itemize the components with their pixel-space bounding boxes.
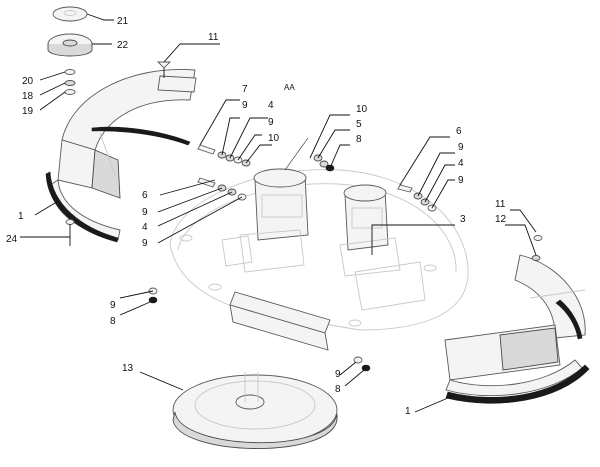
callout-3: 3 [460, 214, 466, 225]
callout-4-c: 4 [458, 158, 464, 169]
callout-19: 19 [22, 106, 34, 117]
callout-24: 24 [6, 234, 18, 245]
callout-labels: 21 22 11 20 18 19 7 9 4 9 10 6 9 4 9 1 2… [6, 16, 507, 417]
callout-8-c: 8 [335, 384, 341, 395]
callout-18: 18 [22, 91, 34, 102]
callout-5: 5 [356, 119, 362, 130]
callout-12: 12 [495, 214, 507, 225]
screw-11-right [531, 235, 543, 261]
left-skirt-assembly [45, 69, 197, 243]
callout-9-g: 9 [110, 300, 116, 311]
callout-4-b: 4 [142, 222, 148, 233]
callout-9-d: 9 [142, 238, 148, 249]
base-plate [169, 169, 469, 331]
bolt-24 [65, 219, 75, 246]
callout-9-a: 9 [242, 100, 248, 111]
motor-assembly-left [221, 168, 309, 273]
callout-11-top: 11 [208, 32, 219, 43]
callout-21: 21 [117, 16, 129, 27]
callout-9-f: 9 [458, 175, 464, 186]
callout-1-left: 1 [18, 211, 24, 222]
leader-lines [20, 13, 537, 413]
callout-22: 22 [117, 40, 129, 51]
right-skirt-assembly [444, 254, 590, 404]
callout-6-a: 6 [142, 190, 148, 201]
fastener-set-right [397, 184, 437, 212]
callout-9-h: 9 [335, 369, 341, 380]
callout-9-e: 9 [458, 142, 464, 153]
front-cover-plate [229, 291, 331, 351]
callout-20: 20 [22, 76, 34, 87]
callout-9-b: 9 [268, 117, 274, 128]
callout-1-right: 1 [405, 406, 411, 417]
callout-8-b: 8 [110, 316, 116, 327]
pulley-top [52, 6, 88, 22]
callout-6-b: 6 [456, 126, 462, 137]
callout-11-right: 11 [495, 199, 506, 210]
callout-4-a: 4 [268, 100, 274, 111]
callout-10-b: 10 [356, 104, 368, 115]
pulley-wheel [47, 33, 93, 57]
callout-13: 13 [122, 363, 134, 374]
motor-assembly-right [339, 184, 426, 311]
brush [172, 372, 338, 449]
callout-10-a: 10 [268, 133, 280, 144]
corner-mark: AA [284, 83, 295, 92]
fastener-set-top [197, 144, 251, 167]
nut-washer-9-8-bottom [353, 356, 371, 372]
callout-7: 7 [242, 84, 248, 95]
washer-stack-20-18-19 [64, 69, 76, 95]
nut-washer-9-8-left [148, 287, 158, 304]
callout-9-c: 9 [142, 207, 148, 218]
callout-8-a: 8 [356, 134, 362, 145]
